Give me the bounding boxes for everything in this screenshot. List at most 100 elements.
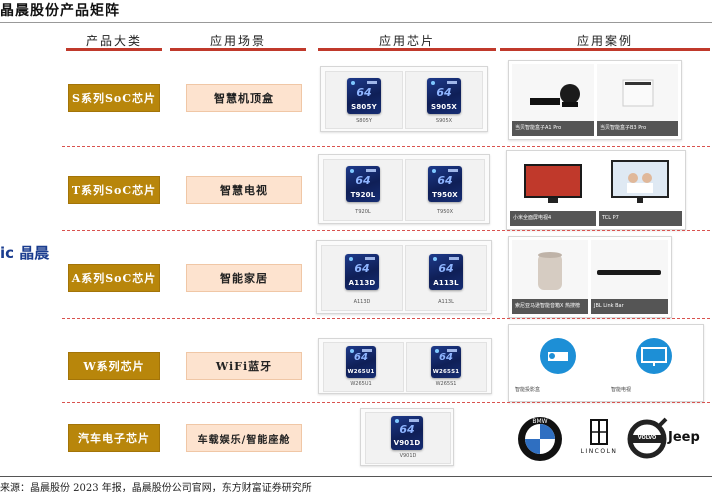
chip-bits: 64 [438,262,454,275]
volvo-logo: VOLVO [624,412,670,466]
case-caption: TCL P7 [599,211,682,226]
case-card: JBL Link Bar [591,240,668,314]
chip-model: T950X [432,191,458,199]
case-caption: JBL Link Bar [591,299,668,314]
case-caption: 当贝智能盒子B3 Pro [597,121,678,136]
chip-card: 64 S905X S905X [405,71,483,129]
header-scene-rule [170,48,306,51]
case-card: 智能投影盒 [512,328,604,398]
source-note: 来源：晶晨股份 2023 年报，晶晨股份公司官网，东方财富证券研究所 [0,483,312,494]
chip-model: S805Y [351,103,377,111]
chip-caption: V901D [399,453,417,459]
chip-image: 64 V901D [391,416,423,450]
tv-outline-icon [636,338,672,374]
scene-smart-stb: 智慧机顶盒 [186,84,302,112]
bmw-logo: BMW [512,414,568,464]
chip-bits: 64 [399,423,415,436]
chip-model: S905X [430,103,458,111]
volvo-logo-text: VOLVO [637,435,657,441]
chip-caption: S905X [435,118,453,124]
case-panel-a-series: 索尼亚马逊智能音箱X 热搜榜 JBL Link Bar [508,236,672,318]
scene-wifi-bt: WiFi蓝牙 [186,352,302,380]
chip-panel-auto: 64 V901D V901D [360,408,454,466]
category-auto-electronics: 汽车电子芯片 [68,424,160,452]
chip-card: 64 T950X T950X [405,159,485,221]
chip-bits: 64 [354,262,370,275]
chip-caption: T920L [355,209,371,215]
category-a-series: A系列SoC芯片 [68,264,160,292]
chip-image: 64 A113L [429,254,463,290]
row-divider [62,146,710,147]
header-chips-rule [318,48,496,51]
chip-caption: S805Y [356,118,372,124]
source-divider [0,476,712,477]
tv-box-icon [622,79,654,107]
case-caption: 小米全面屏电视4 [510,211,596,226]
soundbar-projector-icon [530,84,580,107]
header-category-rule [66,48,162,51]
case-card: TCL P7 [599,154,682,226]
case-caption: 索尼亚马逊智能音箱X 热搜榜 [512,299,588,314]
chip-card: 64 A113L A113L [405,245,487,311]
case-card: 智能电视 [608,328,700,398]
chip-bits: 64 [439,352,453,363]
header-chips: 应用芯片 [378,34,435,48]
chip-model: W265U1 [347,369,375,375]
lincoln-logo-text: LINCOLN [580,448,618,455]
chip-image: 64 T950X [428,166,462,202]
projector-icon [540,338,576,374]
scene-in-vehicle: 车载娱乐/智能座舱 [186,424,302,452]
chip-caption: W265U1 [350,381,372,387]
jeep-logo: Jeep [668,430,700,445]
chip-bits: 64 [355,174,371,187]
category-t-series: T系列SoC芯片 [68,176,160,204]
case-card: 小米全面屏电视4 [510,154,596,226]
case-panel-t-series: 小米全面屏电视4 TCL P7 [506,150,686,230]
chip-bits: 64 [354,352,368,363]
case-panel-s-series: 当贝智能盒子A1 Pro 当贝智能盒子B3 Pro [508,60,682,140]
chip-card: 64 T920L T920L [323,159,403,221]
bmw-logo-text: BMW [532,418,547,425]
chip-image: 64 S905X [427,78,461,114]
chip-card: 64 W265S1 W265S1 [406,342,487,392]
chip-image: 64 T920L [346,166,380,202]
chip-image: 64 S805Y [347,78,381,114]
chip-panel-w-series: 64 W265U1 W265U1 64 W265S1 W265S1 [318,338,492,394]
smart-speaker-icon [538,252,562,290]
chip-bits: 64 [436,86,452,99]
header-category: 产品大类 [85,34,142,48]
chip-model: V901D [393,439,421,447]
case-panel-w-series: 智能投影盒 智能电视 [508,324,704,402]
row-divider [62,402,710,403]
tv-icon [524,164,582,203]
chip-caption: W265S1 [435,381,457,387]
scene-smart-home: 智能家居 [186,264,302,292]
case-caption: 当贝智能盒子A1 Pro [512,121,594,136]
page-title: 晶晨股份产品矩阵 [0,3,120,19]
chip-card: 64 W265U1 W265U1 [323,342,404,392]
chip-caption: A113D [353,299,371,305]
title-divider [0,22,712,23]
chip-image: 64 W265S1 [431,346,461,378]
chip-panel-t-series: 64 T920L T920L 64 T950X T950X [318,154,490,224]
chip-panel-s-series: 64 S805Y S805Y 64 S905X S905X [320,66,488,132]
case-card: 当贝智能盒子B3 Pro [597,64,678,136]
case-caption: 智能电视 [608,383,700,398]
chip-panel-a-series: 64 A113D A113D 64 A113L A113L [316,240,492,314]
lincoln-logo: LINCOLN [574,414,624,464]
amlogic-brand-label: ic 晶晨 [0,244,50,262]
chip-image: 64 W265U1 [346,346,376,378]
header-cases: 应用案例 [576,34,633,48]
chip-caption: A113L [438,299,454,305]
chip-model: T920L [350,191,376,199]
scene-smart-tv: 智慧电视 [186,176,302,204]
category-w-series: W系列芯片 [68,352,160,380]
case-card: 当贝智能盒子A1 Pro [512,64,594,136]
chip-image: 64 A113D [345,254,379,290]
tv-family-icon [611,160,669,203]
header-scene: 应用场景 [209,34,266,48]
header-cases-rule [500,48,710,51]
chip-model: A113L [433,279,459,287]
chip-bits: 64 [356,86,372,99]
category-s-series: S系列SoC芯片 [68,84,160,112]
